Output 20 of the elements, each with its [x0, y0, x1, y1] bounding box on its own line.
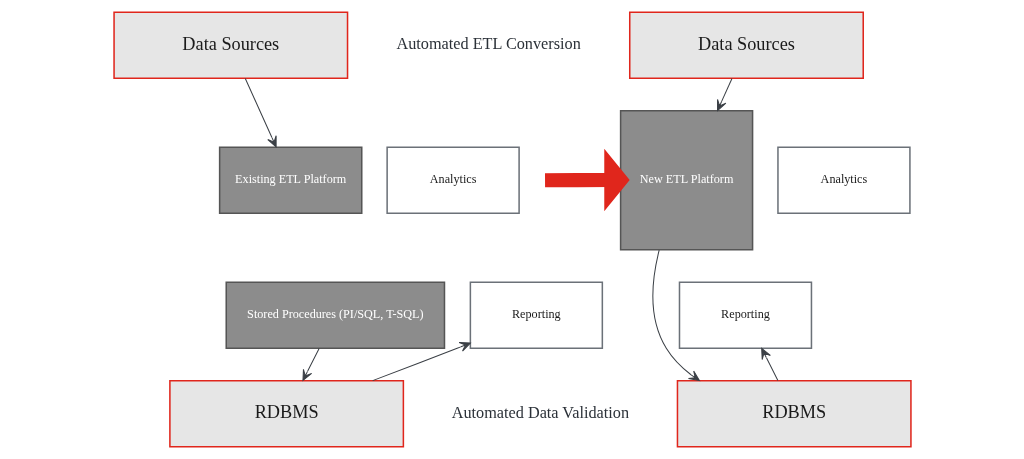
- arrow: [716, 77, 732, 112]
- node-box: RDBMS: [676, 380, 912, 448]
- node-box: Analytics: [385, 146, 520, 214]
- node-box: Existing ETL Platform: [218, 146, 362, 214]
- label: Automated ETL Conversion: [396, 35, 581, 54]
- arrow: [651, 249, 700, 382]
- node-box: Reporting: [469, 281, 603, 350]
- node-box: Reporting: [678, 281, 812, 350]
- arrow: [760, 347, 778, 381]
- arrow: [371, 342, 471, 382]
- arrow: [301, 347, 320, 381]
- label: Automated Data Validation: [451, 403, 629, 422]
- node-box: RDBMS: [168, 380, 404, 448]
- arrow: [544, 148, 630, 212]
- arrow: [244, 77, 277, 148]
- node-box: New ETL Platform: [619, 109, 753, 251]
- node-box: Stored Procedures (PI/SQL, T-SQL): [224, 281, 445, 350]
- node-box: Data Sources: [112, 11, 348, 79]
- node-box: Analytics: [776, 146, 911, 214]
- node-box: Data Sources: [628, 11, 864, 79]
